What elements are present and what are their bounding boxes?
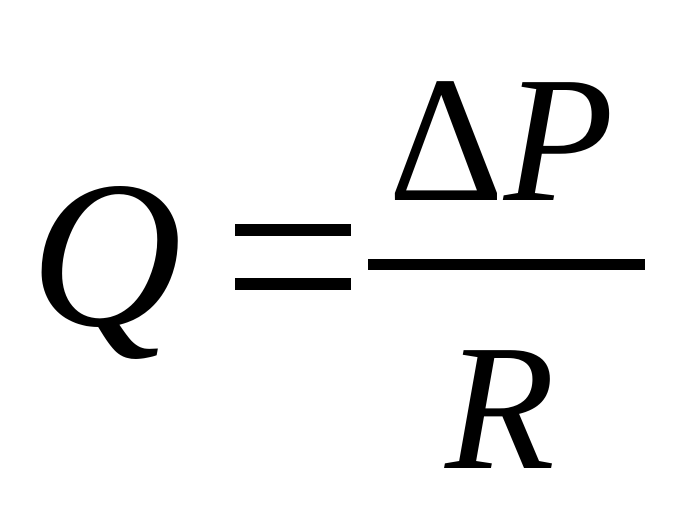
denominator-variable-r: R xyxy=(445,308,555,507)
equals-sign-top-bar xyxy=(235,224,351,236)
fraction-bar xyxy=(368,259,645,270)
equals-sign-bottom-bar xyxy=(235,278,351,290)
numerator: ΔP xyxy=(388,50,614,230)
numerator-variable-p: P xyxy=(503,40,614,239)
lhs-variable-q: Q xyxy=(30,139,182,371)
delta-symbol: Δ xyxy=(388,40,504,239)
